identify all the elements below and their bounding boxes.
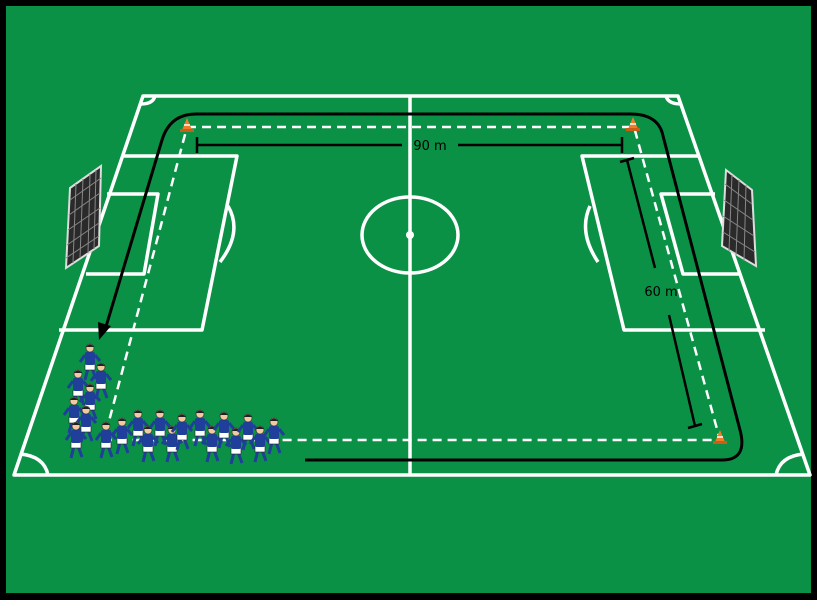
route-arrow-head — [98, 322, 111, 340]
pitch-markings — [12, 94, 812, 477]
corner-arc-bottom-right — [774, 452, 805, 476]
goal-net-icon — [64, 164, 103, 270]
corner-arc-bottom-left — [19, 452, 50, 476]
cone-icon — [713, 430, 727, 444]
center-circle — [360, 195, 460, 275]
pitch-outline — [12, 94, 812, 477]
corner-arc-top-left — [140, 95, 157, 106]
right-penalty-arc — [583, 205, 600, 263]
right-penalty-area — [580, 154, 765, 332]
left-goal-area — [86, 192, 160, 276]
length-label: 90 m — [413, 139, 446, 154]
corner-arc-top-right — [664, 95, 682, 106]
center-spot — [406, 231, 414, 239]
cone-icon — [180, 118, 194, 132]
left-penalty-arc — [218, 205, 236, 264]
width-label: 60 m — [644, 285, 677, 300]
width-dimension — [619, 156, 703, 430]
right-goal-area — [659, 192, 740, 276]
length-dimension — [195, 137, 624, 153]
goal-net-icon — [720, 168, 758, 268]
running-route — [103, 112, 744, 462]
cone-icon — [626, 117, 640, 131]
